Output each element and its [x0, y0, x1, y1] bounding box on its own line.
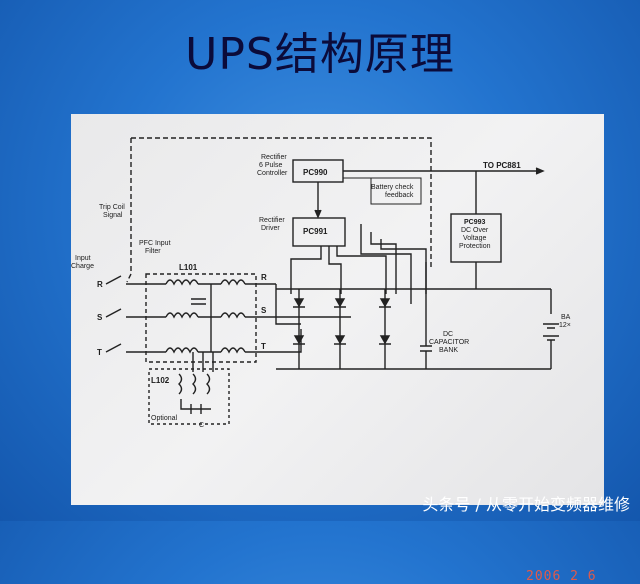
- label-l102: L102: [151, 376, 170, 385]
- label-phase-t: T: [97, 348, 102, 357]
- label-pc991: PC991: [303, 227, 328, 236]
- label-out-r: R: [261, 273, 267, 282]
- label-phase-r: R: [97, 280, 103, 289]
- label-c: C: [199, 422, 204, 429]
- pc991-box: [292, 217, 346, 247]
- page-title: UPS结构原理: [185, 29, 455, 80]
- photo-date-stamp: 2006 2 6: [526, 569, 597, 584]
- label-out-t: T: [261, 342, 266, 351]
- l101-filter-box: [145, 273, 257, 363]
- l102-optional-box: [148, 368, 230, 425]
- label-to-pc881: TO PC881: [483, 161, 521, 170]
- label-phase-s: S: [97, 313, 103, 322]
- label-pc990: PC990: [303, 168, 328, 177]
- label-out-s: S: [261, 306, 267, 315]
- watermark-text: 头条号 / 从零开始变频器维修: [422, 495, 630, 514]
- label-l101: L101: [179, 263, 198, 272]
- label-optional: Optional: [151, 415, 178, 422]
